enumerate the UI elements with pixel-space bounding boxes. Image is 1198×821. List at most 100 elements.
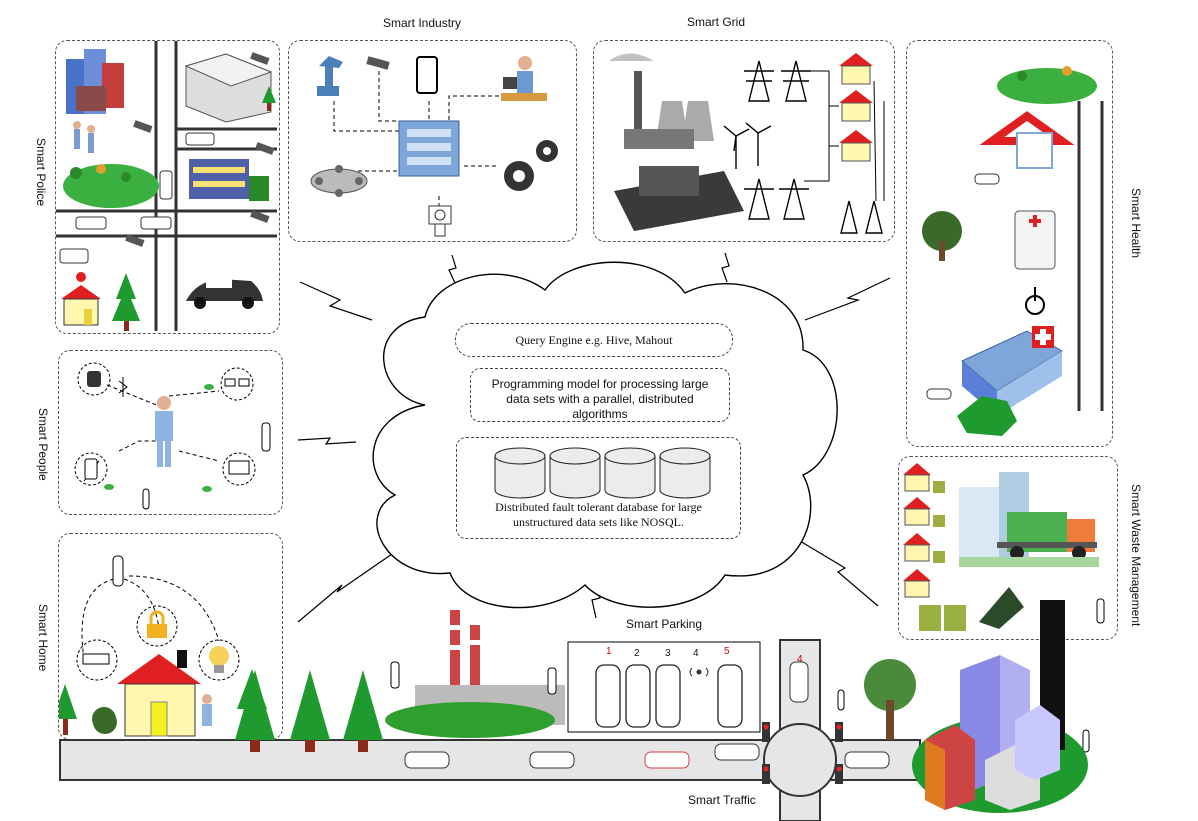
- tree-icon: [864, 659, 916, 740]
- leaf-icon: [104, 384, 214, 492]
- car-icon: [404, 661, 890, 769]
- parking-slot-2: 2: [634, 648, 640, 659]
- roundabout: [763, 723, 837, 797]
- house-icon: [117, 650, 201, 737]
- link-industry: [448, 254, 457, 284]
- cctv-camera-icon: [366, 56, 390, 70]
- security-camera-icon: [76, 639, 118, 681]
- road-slot-4: 4: [797, 654, 803, 665]
- parking-slot-1: 1: [606, 646, 612, 657]
- label-smart-traffic: Smart Traffic: [688, 793, 756, 807]
- sensor-icon: [926, 388, 952, 400]
- antenna-icon: [1096, 598, 1105, 624]
- substation-icon: [614, 166, 744, 231]
- database-cylinder-icon: [494, 447, 546, 499]
- padlock-icon: [136, 605, 178, 647]
- label-smart-parking: Smart Parking: [626, 617, 703, 631]
- people-scene: [74, 362, 271, 510]
- smartphone-icon: [74, 452, 108, 486]
- antenna-icon: [142, 422, 271, 510]
- city-buildings-icon: [912, 600, 1088, 813]
- label-smart-people: Smart People: [36, 408, 50, 481]
- database-cylinder-icon: [604, 447, 656, 499]
- bluetooth-icon: [118, 377, 128, 397]
- person-icon: [202, 694, 212, 726]
- link-health: [804, 277, 891, 321]
- database-cylinder-icon: [549, 447, 601, 499]
- database-text-line1: Distributed fault tolerant database for …: [495, 500, 702, 514]
- ambulance-icon: [1014, 210, 1056, 270]
- gears-icon: [504, 140, 558, 191]
- parking-slot-5: 5: [724, 646, 730, 657]
- alarm-house-icon: [61, 272, 101, 326]
- person-icon: [155, 396, 173, 467]
- industry-scene: [310, 56, 558, 237]
- park-icon: [63, 164, 159, 208]
- wind-turbine-icon: [723, 122, 772, 169]
- car-icon: [59, 132, 215, 264]
- worker-at-desk-icon: [501, 56, 547, 101]
- programming-model-text: Programming model for processing large d…: [491, 377, 709, 421]
- home-scene: [59, 555, 267, 737]
- light-bulb-icon: [198, 639, 240, 681]
- smartphone-icon: [416, 56, 438, 94]
- bank-building-icon: [184, 53, 273, 123]
- link-grid: [721, 252, 730, 283]
- police-station-icon: [189, 159, 269, 201]
- tree-icon: [235, 670, 383, 752]
- smart-house-icon: [903, 463, 931, 598]
- database-text-line2: unstructured data sets like NOSQL.: [513, 515, 684, 529]
- wheelchair-icon: [1025, 287, 1045, 315]
- tree-icon: [112, 86, 276, 331]
- hospital-building-icon: [961, 326, 1063, 416]
- robot-arm-icon: [317, 56, 343, 96]
- garbage-truck-icon: [997, 512, 1097, 560]
- antenna-icon: [112, 555, 124, 587]
- street-scene: [59, 600, 1090, 821]
- power-plant-icon: [609, 53, 714, 149]
- robot-icon: [428, 205, 452, 237]
- sensor-icon: [974, 173, 1000, 185]
- label-smart-police: Smart Police: [34, 138, 48, 207]
- link-people: [297, 437, 357, 445]
- garbage-bin-icon: [919, 481, 966, 631]
- shrub-icon: [93, 710, 117, 734]
- police-car-icon: [186, 279, 263, 309]
- ground-strip: [959, 557, 1099, 567]
- link-waste: [789, 534, 879, 607]
- cctv-camera-icon: [125, 52, 275, 247]
- database-cylinder-icon: [659, 447, 711, 499]
- parking-slot-3: 3: [665, 648, 671, 659]
- health-scene: [922, 66, 1104, 436]
- transmission-tower-icon: [744, 60, 883, 234]
- cloud-server-building-icon: [398, 120, 460, 177]
- parked-car-icon: [595, 664, 743, 728]
- smart-house-icon: [839, 53, 873, 162]
- label-smart-industry: Smart Industry: [383, 16, 462, 30]
- label-smart-health: Smart Health: [1129, 188, 1143, 259]
- waste-scene: [903, 463, 1105, 631]
- smartwatch-icon: [77, 362, 111, 396]
- traffic-light-icon: [762, 722, 843, 784]
- distributed-database-box: Distributed fault tolerant database for …: [456, 437, 741, 539]
- cloud-shape: [372, 261, 838, 609]
- tree-icon: [957, 396, 1017, 436]
- meeting-table-icon: [310, 165, 368, 197]
- police-scene: [56, 41, 277, 331]
- label-smart-grid: Smart Grid: [687, 15, 746, 29]
- link-police: [299, 281, 373, 321]
- laptop-icon: [222, 452, 256, 486]
- link-home: [297, 544, 406, 623]
- park-icon: [997, 66, 1097, 104]
- tree-icon: [922, 211, 962, 261]
- programming-model-box: Programming model for processing large d…: [470, 368, 730, 422]
- police-officer-icon: [73, 121, 95, 153]
- query-engine-box: Query Engine e.g. Hive, Mahout: [455, 323, 733, 357]
- home-icon: [979, 111, 1075, 169]
- robot-collector-icon: [979, 587, 1024, 629]
- database-cylinders: [494, 447, 711, 499]
- smart-glasses-icon: [220, 367, 254, 401]
- grid-scene: [609, 53, 885, 234]
- factory-icon: [385, 610, 565, 738]
